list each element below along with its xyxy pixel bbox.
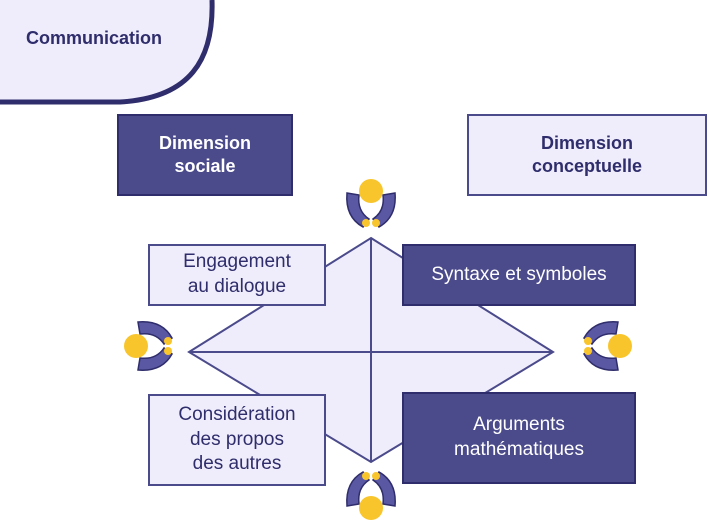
title-tab bbox=[0, 0, 213, 102]
box-dimension-sociale: Dimension sociale bbox=[117, 114, 293, 196]
box-dimension-conceptuelle: Dimension conceptuelle bbox=[467, 114, 707, 196]
person-top-icon bbox=[346, 179, 396, 228]
page-title: Communication bbox=[26, 28, 163, 48]
box-engagement-dialogue: Engagement au dialogue bbox=[148, 244, 326, 306]
box-syntaxe-symboles: Syntaxe et symboles bbox=[402, 244, 636, 306]
box-arguments-mathematiques: Arguments mathématiques bbox=[402, 392, 636, 484]
title-tab-border bbox=[0, 0, 215, 105]
person-right-icon bbox=[583, 321, 632, 371]
person-bottom-icon bbox=[346, 471, 396, 520]
person-left-icon bbox=[124, 321, 173, 371]
box-consideration-propos: Considération des propos des autres bbox=[148, 394, 326, 486]
